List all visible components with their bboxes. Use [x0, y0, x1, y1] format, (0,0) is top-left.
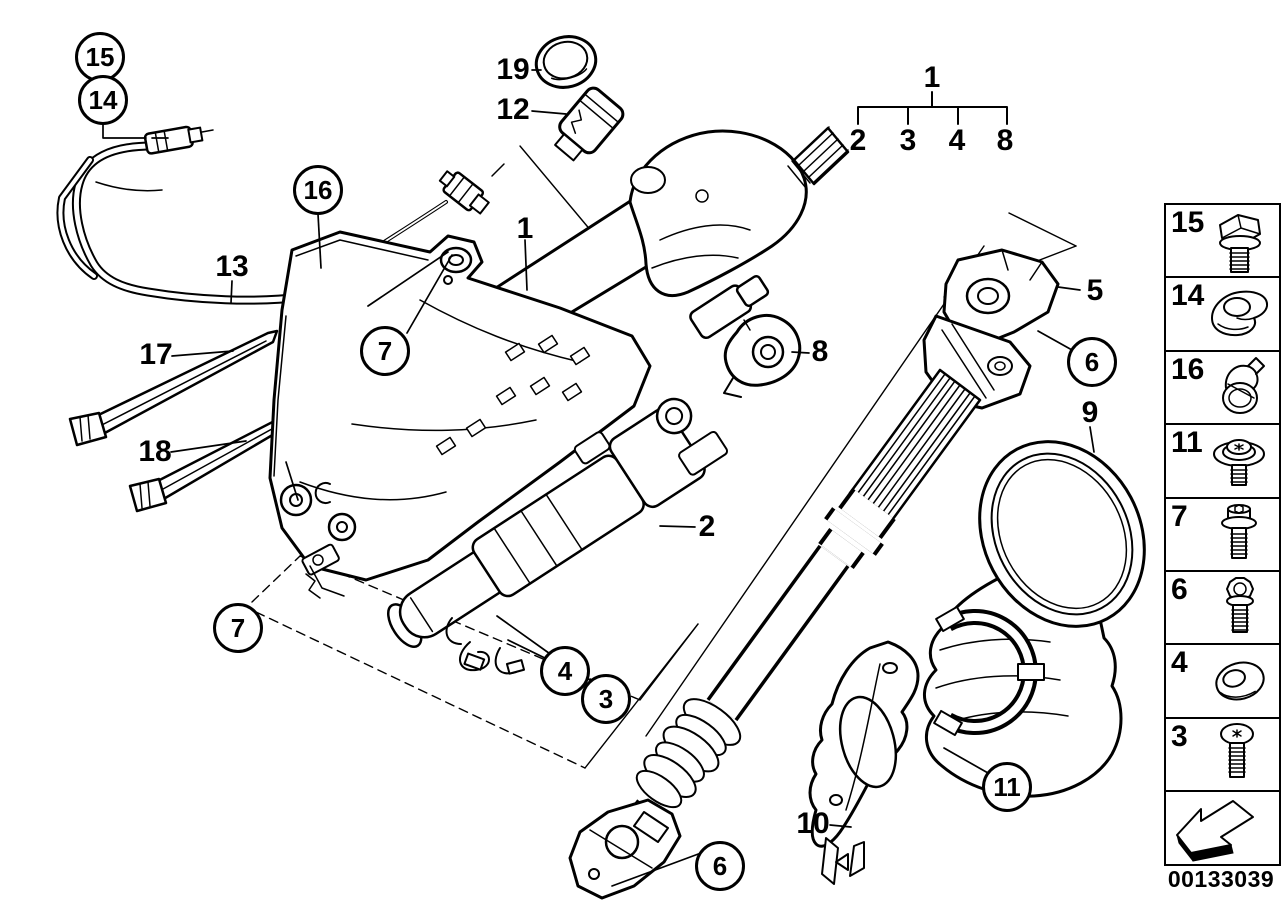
legend-number: 3	[1171, 719, 1188, 753]
intermediate-shaft-art	[568, 248, 1060, 900]
callout-15[interactable]: 15	[75, 32, 125, 82]
legend-cell-16[interactable]: 16	[1164, 349, 1281, 426]
legend-number: 15	[1171, 206, 1205, 239]
cable-clip-icon	[1222, 356, 1265, 414]
legend-number: 11	[1171, 426, 1203, 460]
label-13[interactable]: 13	[215, 250, 249, 283]
label-2[interactable]: 2	[698, 510, 716, 543]
image-number: 00133039	[1167, 866, 1275, 892]
legend-cell-14[interactable]: 14	[1164, 276, 1281, 353]
tree-child-3[interactable]: 3	[899, 124, 917, 157]
label-17[interactable]: 17	[139, 338, 173, 371]
grommet-icon	[1215, 661, 1265, 701]
label-18[interactable]: 18	[138, 435, 172, 468]
plate10-art	[808, 640, 920, 885]
cheese-head-bolt-icon	[1221, 503, 1257, 559]
boot-art	[923, 440, 1146, 798]
external-torx-bolt-icon	[1226, 577, 1254, 634]
callout-11[interactable]: 11	[982, 762, 1032, 812]
legend-cell-3[interactable]: 3	[1164, 716, 1281, 793]
clamp-plate-icon	[1211, 291, 1269, 337]
legend-number: 6	[1171, 573, 1188, 607]
tree-root-1[interactable]: 1	[923, 61, 941, 94]
legend-number: 14	[1171, 279, 1205, 313]
label-12[interactable]: 12	[496, 93, 530, 126]
parts-legend: 15 14 16	[1164, 203, 1281, 867]
legend-cell-15[interactable]: 15	[1164, 203, 1281, 279]
callout-6-upper[interactable]: 6	[1067, 337, 1117, 387]
legend-number: 7	[1171, 499, 1188, 533]
column-art	[268, 35, 850, 675]
label-5[interactable]: 5	[1086, 274, 1104, 307]
callout-3[interactable]: 3	[581, 674, 631, 724]
callout-14[interactable]: 14	[78, 75, 128, 125]
legend-number: 16	[1171, 352, 1205, 386]
legend-cell-7[interactable]: 7	[1164, 496, 1281, 573]
tree-child-2[interactable]: 2	[849, 124, 867, 157]
callout-4[interactable]: 4	[540, 646, 590, 696]
tree-child-4[interactable]: 4	[948, 124, 966, 157]
direction-arrow-icon	[1176, 800, 1254, 862]
legend-cell-4[interactable]: 4	[1164, 643, 1281, 720]
callout-16[interactable]: 16	[293, 165, 343, 215]
label-1[interactable]: 1	[516, 212, 534, 245]
callout-7-upper[interactable]: 7	[360, 326, 410, 376]
legend-cell-11[interactable]: 11	[1164, 423, 1281, 500]
label-10[interactable]: 10	[796, 807, 830, 840]
callout-7-lower[interactable]: 7	[213, 603, 263, 653]
cable-ties-art	[68, 329, 305, 513]
hex-flange-bolt-icon	[1219, 214, 1261, 273]
legend-cell-arrow	[1164, 790, 1281, 867]
tree-child-8[interactable]: 8	[996, 124, 1014, 157]
torx-screw-with-washer-icon	[1213, 439, 1265, 487]
legend-number: 4	[1171, 646, 1188, 680]
torx-pan-head-screw-icon	[1220, 722, 1254, 778]
tree-lines	[857, 91, 1008, 125]
label-8[interactable]: 8	[811, 335, 829, 368]
label-9[interactable]: 9	[1081, 396, 1099, 429]
label-19[interactable]: 19	[496, 53, 530, 86]
callout-6-lower[interactable]: 6	[695, 841, 745, 891]
legend-cell-6[interactable]: 6	[1164, 570, 1281, 646]
retainer-art	[933, 605, 1045, 737]
leader-lines	[102, 69, 1095, 887]
